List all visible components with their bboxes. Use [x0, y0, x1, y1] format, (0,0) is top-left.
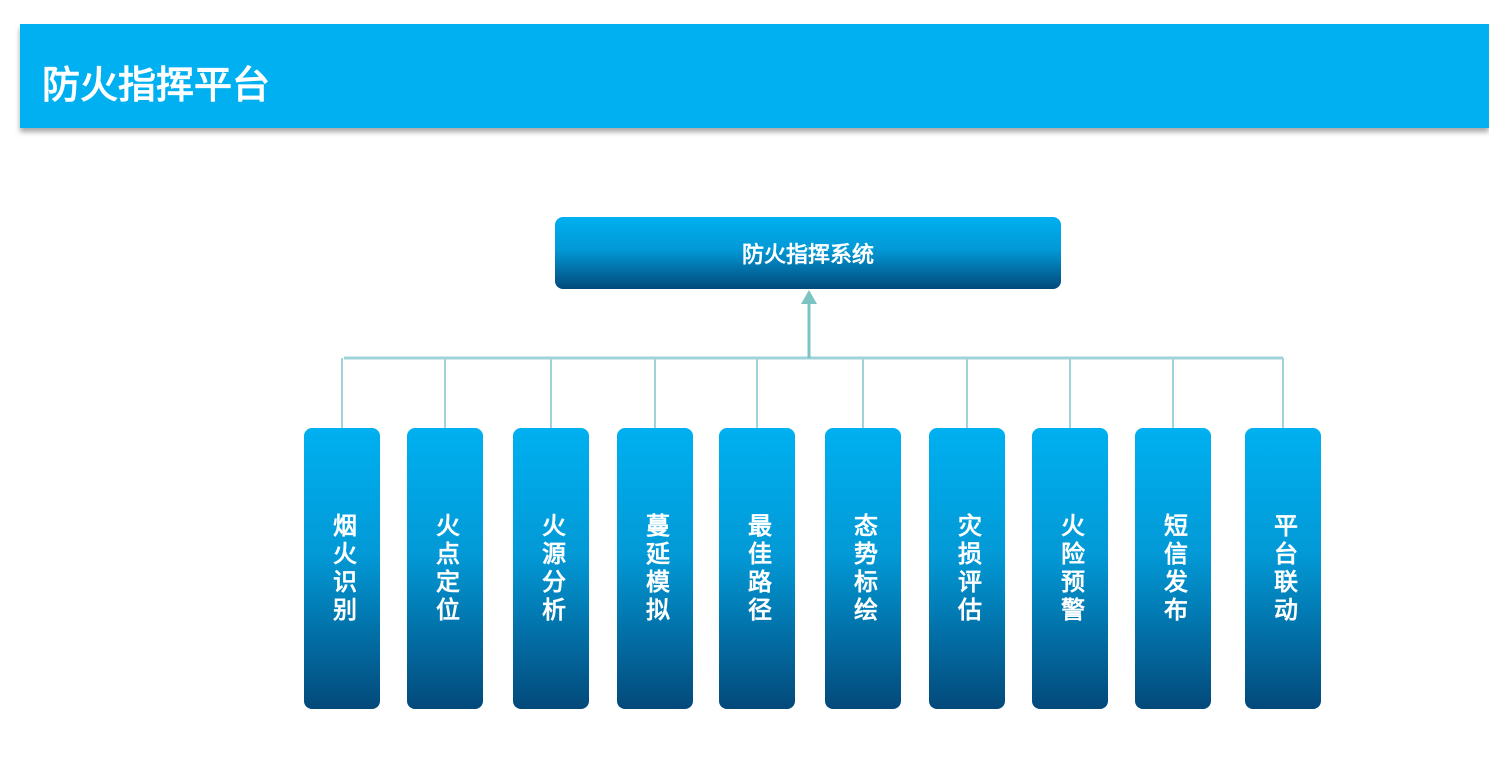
child-node: 火源分析	[513, 428, 589, 709]
child-node: 火险预警	[1032, 428, 1108, 709]
child-node: 短信发布	[1135, 428, 1211, 709]
child-label: 最佳路径	[743, 512, 771, 625]
child-label: 短信发布	[1159, 512, 1187, 625]
arrow-head-icon	[801, 290, 817, 304]
child-node: 蔓延模拟	[617, 428, 693, 709]
child-node: 平台联动	[1245, 428, 1321, 709]
child-label: 火点定位	[431, 512, 459, 625]
header-bar: 防火指挥平台	[20, 24, 1489, 128]
child-node: 最佳路径	[719, 428, 795, 709]
child-label: 火源分析	[537, 512, 565, 625]
page-title: 防火指挥平台	[42, 65, 271, 107]
child-label: 灾损评估	[953, 512, 981, 625]
child-node: 灾损评估	[929, 428, 1005, 709]
root-node: 防火指挥系统	[555, 217, 1061, 289]
child-node: 火点定位	[407, 428, 483, 709]
child-label: 火险预警	[1056, 512, 1084, 625]
child-label: 烟火识别	[328, 512, 356, 625]
child-label: 蔓延模拟	[641, 512, 669, 625]
child-label: 平台联动	[1269, 512, 1297, 625]
child-node: 烟火识别	[304, 428, 380, 709]
root-label: 防火指挥系统	[741, 242, 874, 267]
child-node: 态势标绘	[825, 428, 901, 709]
child-label: 态势标绘	[849, 512, 877, 625]
